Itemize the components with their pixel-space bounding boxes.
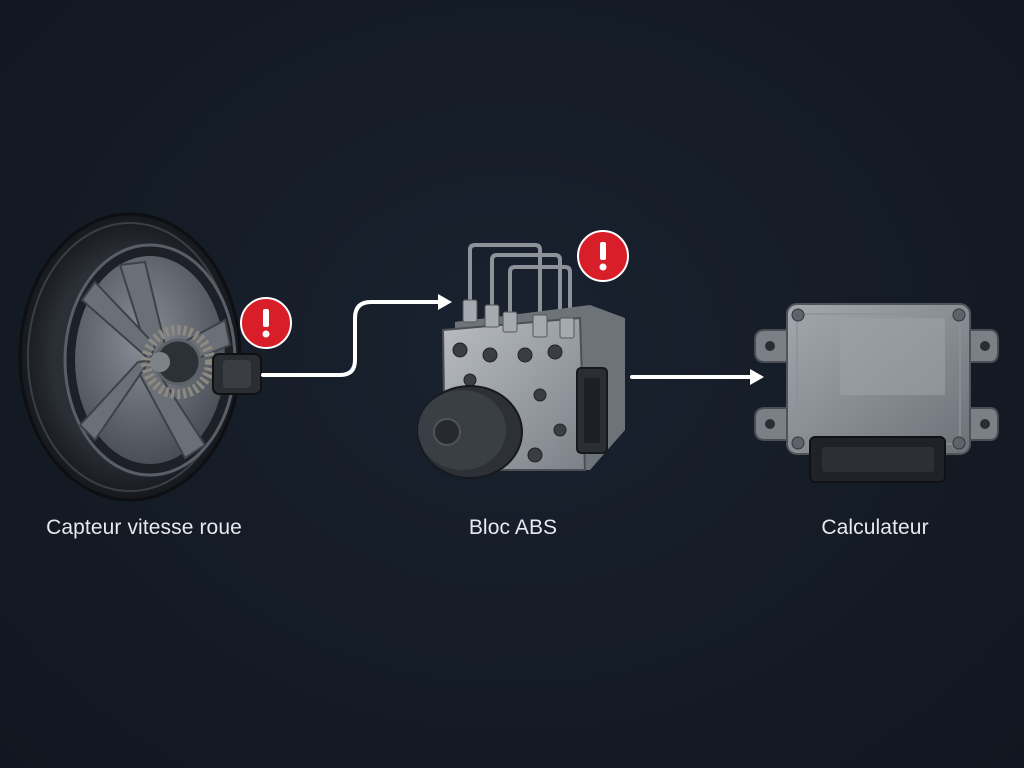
ecu-label: Calculateur xyxy=(821,516,929,539)
arrow-right-icon xyxy=(630,369,764,385)
warning-exclamation-icon xyxy=(577,230,629,282)
ecu-image xyxy=(754,303,999,483)
warning-exclamation-icon xyxy=(240,297,292,349)
abs-block-label: Bloc ABS xyxy=(468,516,558,539)
wheel-speed-sensor-image xyxy=(18,212,262,502)
arrow-right-icon xyxy=(261,294,452,377)
wheel-speed-sensor-label: Capteur vitesse roue xyxy=(46,516,242,539)
abs-block-image xyxy=(417,243,625,479)
